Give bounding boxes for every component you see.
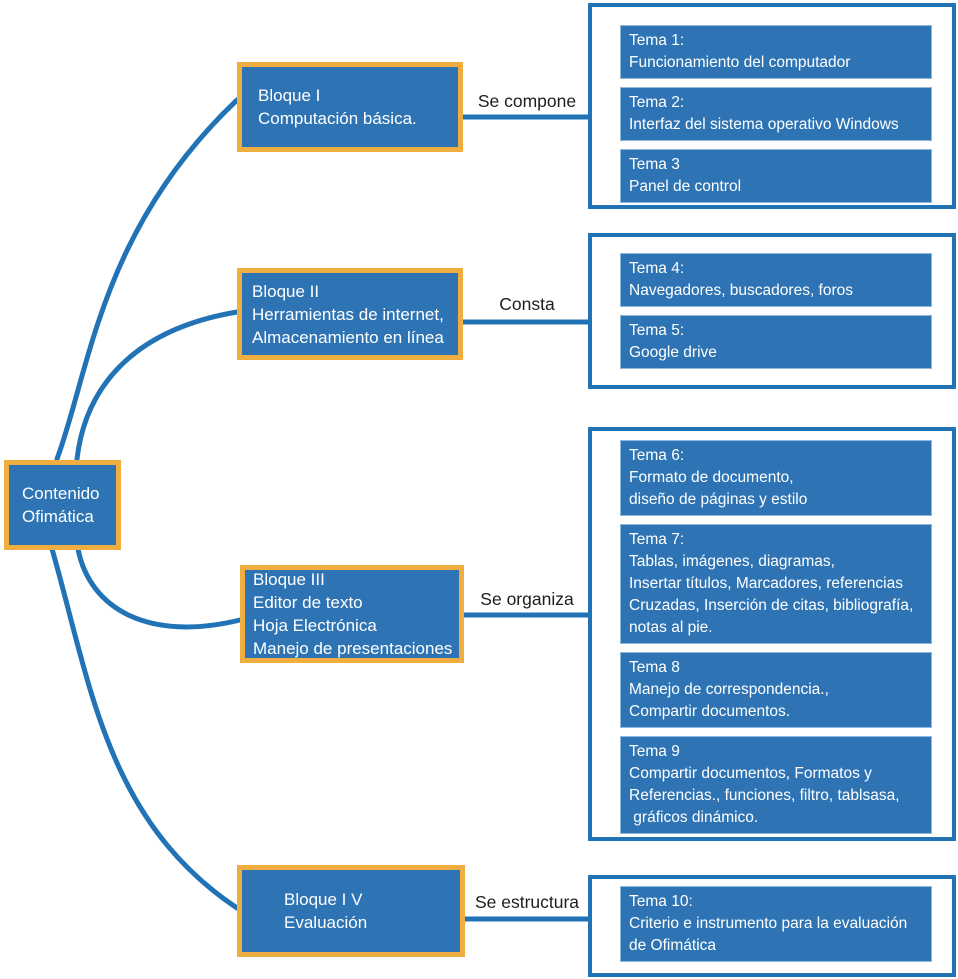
node-bloque-3: Bloque III Editor de texto Hoja Electrón… — [240, 565, 464, 663]
tema-6-card: Tema 6: Formato de documento, diseño de … — [620, 440, 932, 516]
curve-center-to-bloque-3 — [75, 546, 243, 630]
node-bloque-4: Bloque I V Evaluación — [237, 865, 465, 957]
relation-label-consta: Consta — [499, 294, 555, 314]
relation-label-se-organiza: Se organiza — [480, 589, 574, 609]
tema-group-bloque-3: Tema 6: Formato de documento, diseño de … — [588, 427, 956, 841]
tema-group-bloque-4: Tema 10: Criterio e instrumento para la … — [588, 875, 956, 977]
curve-center-to-bloque-1 — [54, 97, 240, 462]
curve-center-to-bloque-2 — [74, 309, 240, 462]
central-node-contenido-ofimatica: Contenido Ofimática — [4, 460, 121, 550]
tema-2-card: Tema 2: Interfaz del sistema operativo W… — [620, 87, 932, 141]
node-bloque-2: Bloque II Herramientas de internet, Alma… — [237, 268, 463, 360]
tema-1-card: Tema 1: Funcionamiento del computador — [620, 25, 932, 79]
tema-9-card: Tema 9 Compartir documentos, Formatos y … — [620, 736, 932, 834]
tema-5-card: Tema 5: Google drive — [620, 315, 932, 369]
tema-4-card: Tema 4: Navegadores, buscadores, foros — [620, 253, 932, 307]
tema-8-card: Tema 8 Manejo de correspondencia., Compa… — [620, 652, 932, 728]
tema-group-bloque-2: Tema 4: Navegadores, buscadores, foros T… — [588, 233, 956, 389]
relation-label-se-compone: Se compone — [477, 91, 577, 111]
tema-7-card: Tema 7: Tablas, imágenes, diagramas, Ins… — [620, 524, 932, 644]
node-bloque-1: Bloque I Computación básica. — [237, 62, 463, 152]
relation-label-se-estructura: Se estructura — [474, 892, 580, 912]
tema-3-card: Tema 3 Panel de control — [620, 149, 932, 203]
curve-center-to-bloque-4 — [49, 546, 240, 911]
tema-10-card: Tema 10: Criterio e instrumento para la … — [620, 886, 932, 962]
tema-group-bloque-1: Tema 1: Funcionamiento del computador Te… — [588, 3, 956, 209]
